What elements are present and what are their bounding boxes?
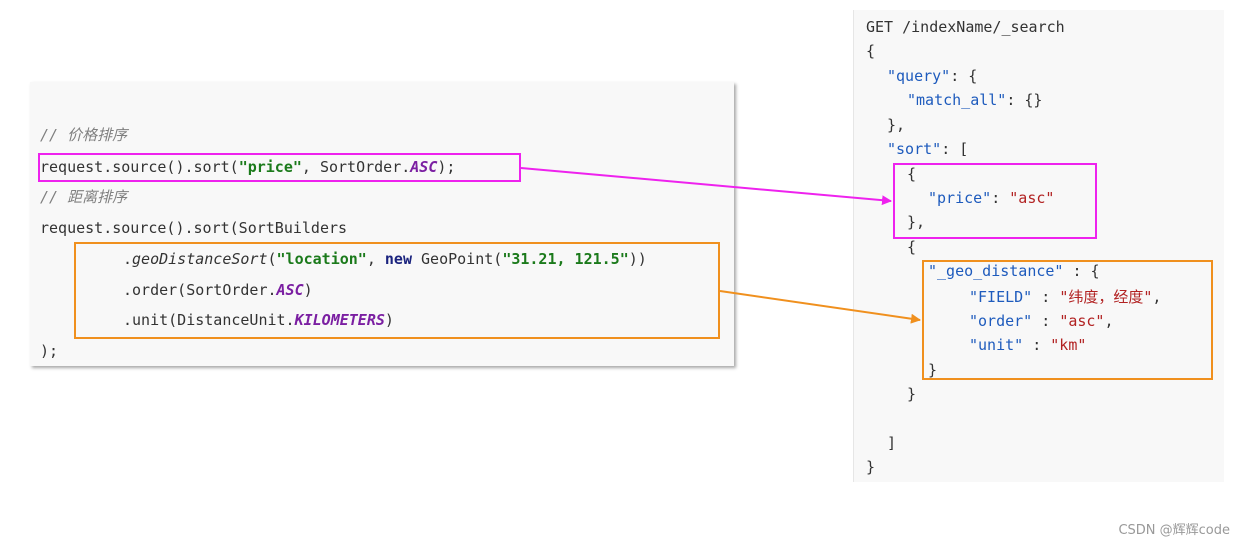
json-key-order: "order" — [969, 312, 1033, 330]
dsl-geo-distance-line: "_geo_distance" : { — [928, 261, 1100, 281]
json-key-match-all: "match_all" — [907, 91, 1007, 109]
java-token: , SortOrder. — [301, 158, 411, 176]
price-json-highlight-box — [893, 163, 1097, 239]
json-token: : — [1032, 312, 1060, 330]
java-string-coords: "31.21, 121.5" — [502, 250, 629, 268]
dsl-request-line: GET /indexName/_search — [866, 18, 1065, 36]
dsl-price-line: "price": "asc" — [928, 188, 1054, 208]
java-const-kilometers: KILOMETERS — [294, 311, 385, 329]
json-value-asc: "asc" — [1059, 312, 1105, 330]
json-token: , — [1152, 288, 1162, 306]
dsl-close-brace: } — [866, 458, 876, 476]
dsl-open-brace: { — [866, 42, 876, 60]
dsl-sort-line: "sort": [ — [887, 139, 968, 159]
json-token: : { — [1063, 262, 1100, 280]
dsl-geo-close: } — [928, 361, 938, 379]
java-token: ) — [384, 311, 394, 329]
java-token: ( — [267, 250, 277, 268]
json-key-unit: "unit" — [969, 336, 1024, 354]
json-key-geo-distance: "_geo_distance" — [928, 262, 1064, 280]
java-token: request.source().sort( — [40, 158, 239, 176]
dsl-order-line: "order" : "asc", — [969, 311, 1114, 331]
java-token: , — [366, 250, 385, 268]
dsl-obj1-open: { — [907, 165, 917, 183]
json-token: : { — [950, 67, 978, 85]
dsl-query-line: "query": { — [887, 66, 977, 86]
geo-json-highlight-box — [922, 260, 1213, 380]
price-sort-highlight-box — [38, 153, 521, 182]
java-token: ); — [437, 158, 456, 176]
dsl-query-close: }, — [887, 116, 906, 134]
json-token: : — [991, 189, 1010, 207]
geo-sort-highlight-box — [74, 242, 720, 339]
java-unit-line: .unit(DistanceUnit.KILOMETERS) — [123, 310, 394, 330]
java-code-panel — [30, 82, 734, 366]
json-key-price: "price" — [928, 189, 992, 207]
json-token: : [ — [941, 140, 969, 158]
java-order-line: .order(SortOrder.ASC) — [123, 280, 313, 300]
json-token: : {} — [1006, 91, 1043, 109]
java-string-price: "price" — [238, 158, 302, 176]
dsl-code-panel — [853, 10, 1224, 482]
dsl-obj2-open: { — [907, 238, 917, 256]
java-token: GeoPoint( — [412, 250, 503, 268]
geo-mapping-arrow — [719, 290, 921, 324]
java-keyword-new: new — [384, 250, 412, 268]
comment-price-sort: // 价格排序 — [40, 126, 128, 144]
dsl-unit-line: "unit" : "km" — [969, 335, 1086, 355]
java-token: )) — [628, 250, 647, 268]
json-value-km: "km" — [1050, 336, 1087, 354]
dsl-obj2-close: } — [907, 385, 917, 403]
java-token: .order(SortOrder. — [123, 281, 277, 299]
json-key-query: "query" — [887, 67, 951, 85]
java-method-geodistancesort: geoDistanceSort — [132, 250, 268, 268]
java-close-line: ); — [40, 342, 59, 360]
dsl-field-line: "FIELD" : "纬度，经度", — [969, 287, 1161, 307]
java-geo-distance-line: .geoDistanceSort("location", new GeoPoin… — [123, 249, 647, 269]
dsl-match-all-line: "match_all": {} — [907, 90, 1042, 110]
json-value-lat-lon: "纬度，经度" — [1059, 288, 1153, 306]
json-value-asc: "asc" — [1009, 189, 1055, 207]
java-const-asc: ASC — [276, 281, 304, 299]
java-string-location: "location" — [276, 250, 367, 268]
dsl-sort-close: ] — [887, 434, 897, 452]
json-token: , — [1104, 312, 1114, 330]
java-token: ) — [303, 281, 313, 299]
java-price-sort-line: request.source().sort("price", SortOrder… — [40, 157, 455, 177]
dsl-obj1-close: }, — [907, 213, 926, 231]
java-token: .unit(DistanceUnit. — [123, 311, 295, 329]
json-token: : — [1032, 288, 1060, 306]
json-key-sort: "sort" — [887, 140, 942, 158]
java-const-asc: ASC — [410, 158, 438, 176]
comment-distance-sort: // 距离排序 — [40, 188, 128, 206]
json-key-field: "FIELD" — [969, 288, 1033, 306]
watermark: CSDN @辉辉code — [1118, 523, 1230, 538]
price-mapping-arrow — [520, 167, 892, 206]
java-token: . — [123, 250, 133, 268]
java-sortbuilders-line: request.source().sort(SortBuilders — [40, 219, 348, 237]
json-token: : — [1023, 336, 1051, 354]
